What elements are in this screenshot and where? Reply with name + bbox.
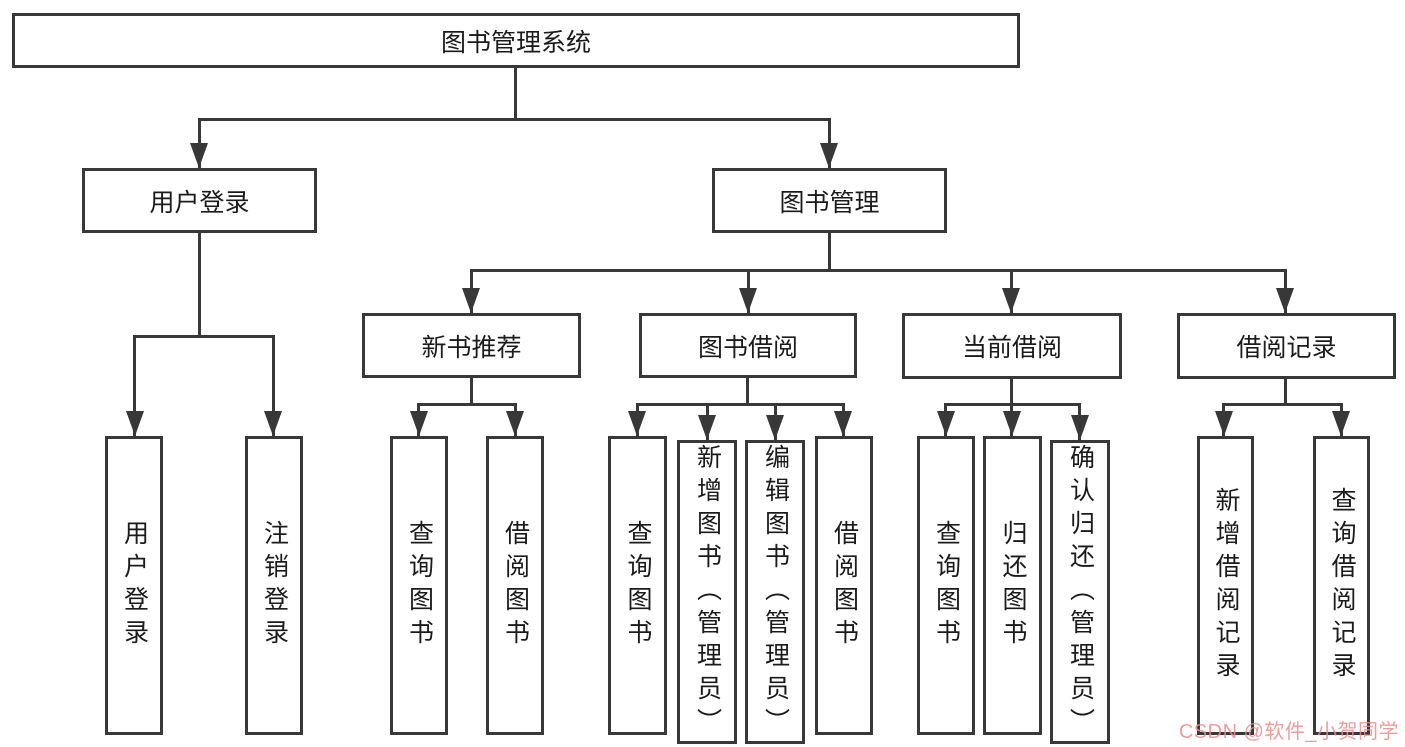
connector-hline (470, 269, 1287, 272)
csdn-watermark: CSDN @软件_小贺同学 (1178, 721, 1399, 743)
arrowhead-down-icon (1332, 411, 1350, 436)
leaf-borrowing-borrow-book: 借阅图书 (815, 436, 873, 735)
connector-vline (1284, 378, 1287, 406)
leaf-records-query-borrow-record: 查询借阅记录 (1313, 436, 1370, 735)
node-current-borrowing: 当前借阅 (902, 313, 1122, 379)
arrowhead-down-icon (410, 411, 428, 436)
arrowhead-down-icon (1003, 411, 1021, 436)
node-user-login: 用户登录 (82, 168, 317, 233)
leaf-newbook-query-book: 查询图书 (390, 436, 448, 735)
node-new-book-recommendation: 新书推荐 (362, 313, 581, 378)
arrowhead-down-icon (506, 411, 524, 436)
connector-vline (828, 233, 831, 272)
arrowhead-down-icon (628, 411, 646, 436)
leaf-records-add-borrow-record: 新增借阅记录 (1197, 436, 1254, 735)
connector-hline (133, 335, 275, 338)
node-root-library-management-system: 图书管理系统 (12, 13, 1020, 68)
leaf-borrowing-add-book-admin: 新增图书（管理员） (677, 440, 737, 744)
arrowhead-down-icon (834, 411, 852, 436)
arrowhead-down-icon (190, 143, 208, 168)
arrowhead-down-icon (1071, 415, 1089, 440)
leaf-current-query-book: 查询图书 (917, 436, 975, 735)
node-book-borrowing: 图书借阅 (639, 313, 857, 378)
arrowhead-down-icon (739, 288, 757, 313)
connector-hline (417, 403, 517, 406)
leaf-borrowing-query-book: 查询图书 (608, 436, 667, 735)
connector-hline (198, 118, 831, 121)
node-book-management: 图书管理 (712, 168, 947, 233)
connector-vline (1010, 378, 1013, 406)
connector-vline (514, 68, 517, 120)
node-borrowing-records: 借阅记录 (1177, 313, 1396, 379)
connector-vline (470, 378, 473, 406)
connector-hline (636, 403, 845, 406)
leaf-current-confirm-return-admin: 确认归还（管理员） (1050, 440, 1110, 744)
connector-vline (133, 335, 136, 436)
arrowhead-down-icon (126, 411, 144, 436)
arrowhead-down-icon (1276, 288, 1294, 313)
leaf-borrowing-edit-book-admin: 编辑图书（管理员） (745, 440, 805, 744)
leaf-newbook-borrow-book: 借阅图书 (486, 436, 544, 735)
arrowhead-down-icon (462, 288, 480, 313)
arrowhead-down-icon (698, 415, 716, 440)
connector-vline (272, 335, 275, 436)
arrowhead-down-icon (1002, 288, 1020, 313)
leaf-current-return-book: 归还图书 (983, 436, 1042, 735)
leaf-user-login: 用户登录 (105, 436, 163, 735)
arrowhead-down-icon (264, 411, 282, 436)
arrowhead-down-icon (820, 143, 838, 168)
arrowhead-down-icon (937, 411, 955, 436)
arrowhead-down-icon (766, 415, 784, 440)
connector-vline (746, 378, 749, 406)
arrowhead-down-icon (1215, 411, 1233, 436)
connector-vline (198, 233, 201, 337)
leaf-logout: 注销登录 (245, 436, 303, 735)
connector-hline (1222, 403, 1343, 406)
